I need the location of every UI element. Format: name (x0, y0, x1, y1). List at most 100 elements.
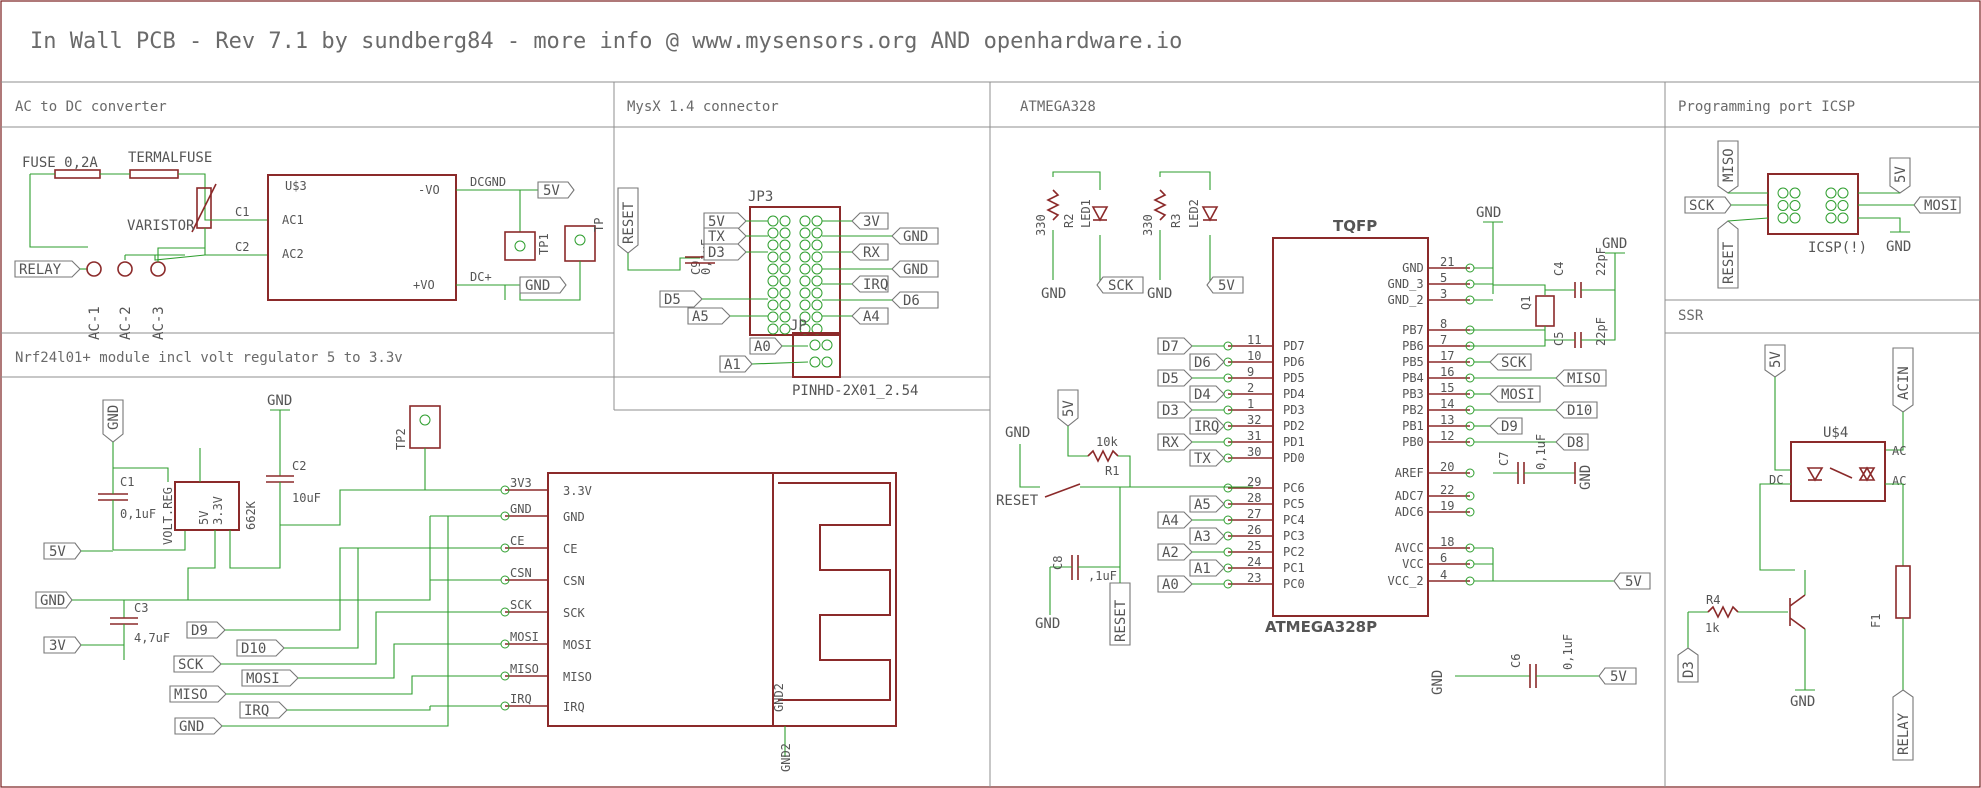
svg-text:A0: A0 (754, 339, 771, 355)
section-icsp-title: Programming port ICSP (1678, 99, 1855, 115)
svg-text:,1uF: ,1uF (1088, 569, 1117, 583)
svg-text:TX: TX (1194, 451, 1211, 467)
flag-gnd-nrf (35, 591, 73, 609)
svg-text:14: 14 (1440, 397, 1454, 411)
svg-text:5V: 5V (708, 214, 725, 230)
flag-reset-icsp (1717, 220, 1739, 289)
svg-text:GND: GND (267, 393, 292, 409)
svg-text:AREF: AREF (1395, 466, 1424, 480)
svg-text:C2: C2 (292, 459, 306, 473)
flag-mysx-right-3v-0 (851, 212, 889, 230)
svg-text:GND: GND (1476, 205, 1501, 221)
svg-text:3.3V: 3.3V (563, 484, 592, 498)
svg-text:F1: F1 (1869, 614, 1883, 628)
svg-text:D4: D4 (1194, 387, 1211, 403)
flag-3v-nrf (43, 636, 82, 654)
svg-text:24: 24 (1247, 555, 1261, 569)
svg-text:RESET: RESET (996, 493, 1039, 509)
flag-atmega-right-mosi (1489, 385, 1541, 403)
flag-atmega-a5 (1189, 495, 1225, 513)
svg-text:C6: C6 (1509, 654, 1523, 668)
svg-text:SCK: SCK (510, 598, 532, 612)
svg-text:D6: D6 (1194, 355, 1211, 371)
svg-text:SCK: SCK (1108, 278, 1134, 294)
svg-text:PB3: PB3 (1402, 387, 1424, 401)
fuse (54, 169, 101, 179)
flag-5v-c6 (1598, 667, 1637, 685)
svg-text:A0: A0 (1162, 577, 1179, 593)
svg-text:PB7: PB7 (1402, 323, 1424, 337)
svg-text:IRQ: IRQ (244, 703, 269, 719)
svg-text:5: 5 (1440, 271, 1447, 285)
svg-text:RX: RX (863, 245, 880, 261)
svg-text:ADC7: ADC7 (1395, 489, 1424, 503)
svg-text:MISO: MISO (510, 662, 539, 676)
svg-text:JP3: JP3 (748, 189, 773, 205)
svg-text:D6: D6 (903, 293, 920, 309)
flag-atmega-right-miso (1555, 369, 1607, 387)
flag-mysx-left-tx (703, 227, 747, 245)
flag-acin-ssr (1892, 347, 1914, 413)
svg-text:ICSP(!): ICSP(!) (1808, 240, 1867, 256)
flag-atmega-d3 (1157, 401, 1193, 419)
svg-text:GND: GND (1005, 425, 1030, 441)
svg-text:RELAY: RELAY (1896, 712, 1912, 755)
svg-text:Q1: Q1 (1519, 296, 1533, 310)
svg-text:VCC: VCC (1402, 557, 1424, 571)
svg-text:22: 22 (1440, 483, 1454, 497)
svg-text:21: 21 (1440, 255, 1454, 269)
svg-text:6: 6 (1440, 551, 1447, 565)
svg-text:4: 4 (1440, 568, 1447, 582)
svg-text:CE: CE (563, 542, 577, 556)
svg-text:5V: 5V (1061, 400, 1077, 417)
varistor (196, 187, 212, 229)
svg-text:26: 26 (1247, 523, 1261, 537)
svg-text:D9: D9 (191, 623, 208, 639)
svg-text:330: 330 (1034, 214, 1048, 236)
svg-text:2: 2 (1247, 381, 1254, 395)
svg-text:PC0: PC0 (1283, 577, 1305, 591)
flag-sck-icsp (1684, 196, 1732, 214)
flag-a0-mysx (749, 337, 783, 355)
svg-text:23: 23 (1247, 571, 1261, 585)
svg-text:5V: 5V (1610, 669, 1627, 685)
svg-text:GND: GND (563, 510, 585, 524)
svg-text:PD3: PD3 (1283, 403, 1305, 417)
svg-text:5V: 5V (1218, 278, 1235, 294)
svg-text:5V: 5V (197, 511, 211, 525)
svg-text:MOSI: MOSI (510, 630, 539, 644)
svg-text:3.3V: 3.3V (211, 496, 225, 525)
svg-text:27: 27 (1247, 507, 1261, 521)
svg-text:D8: D8 (1567, 435, 1584, 451)
svg-text:D3: D3 (708, 245, 725, 261)
flag-atmega-a4 (1157, 511, 1193, 529)
svg-text:ATMEGA328P: ATMEGA328P (1265, 618, 1377, 636)
svg-text:MOSI: MOSI (563, 638, 592, 652)
svg-text:GND: GND (1147, 286, 1172, 302)
flag-nrf-miso-4 (169, 685, 227, 703)
svg-text:ADC6: ADC6 (1395, 505, 1424, 519)
flag-mysx-right-gnd-3 (891, 260, 939, 278)
flag-mosi-icsp (1913, 196, 1961, 214)
flag-a1-mysx (719, 355, 753, 373)
svg-text:GND: GND (1041, 286, 1066, 302)
svg-text:RESET: RESET (1113, 599, 1129, 642)
svg-text:0,1uF: 0,1uF (1534, 434, 1548, 470)
svg-text:18: 18 (1440, 535, 1454, 549)
svg-text:PINHD-2X01_2.54: PINHD-2X01_2.54 (792, 383, 918, 399)
svg-text:U$4: U$4 (1823, 425, 1848, 441)
fuse-label: FUSE 0,2A (22, 155, 98, 171)
section-nrf-title: Nrf24l01+ module incl volt regulator 5 t… (15, 350, 403, 366)
ssr-u4 (1790, 441, 1886, 502)
svg-text:LED2: LED2 (1187, 199, 1201, 228)
flag-atmega-a0 (1157, 575, 1193, 593)
svg-text:PB6: PB6 (1402, 339, 1424, 353)
svg-text:D10: D10 (1567, 403, 1592, 419)
svg-text:C1: C1 (120, 475, 134, 489)
svg-text:CSN: CSN (510, 566, 532, 580)
svg-text:DC: DC (1769, 473, 1783, 487)
svg-text:GND: GND (106, 405, 122, 430)
tp (564, 225, 596, 262)
flag-nrf-d9-0 (186, 621, 226, 639)
